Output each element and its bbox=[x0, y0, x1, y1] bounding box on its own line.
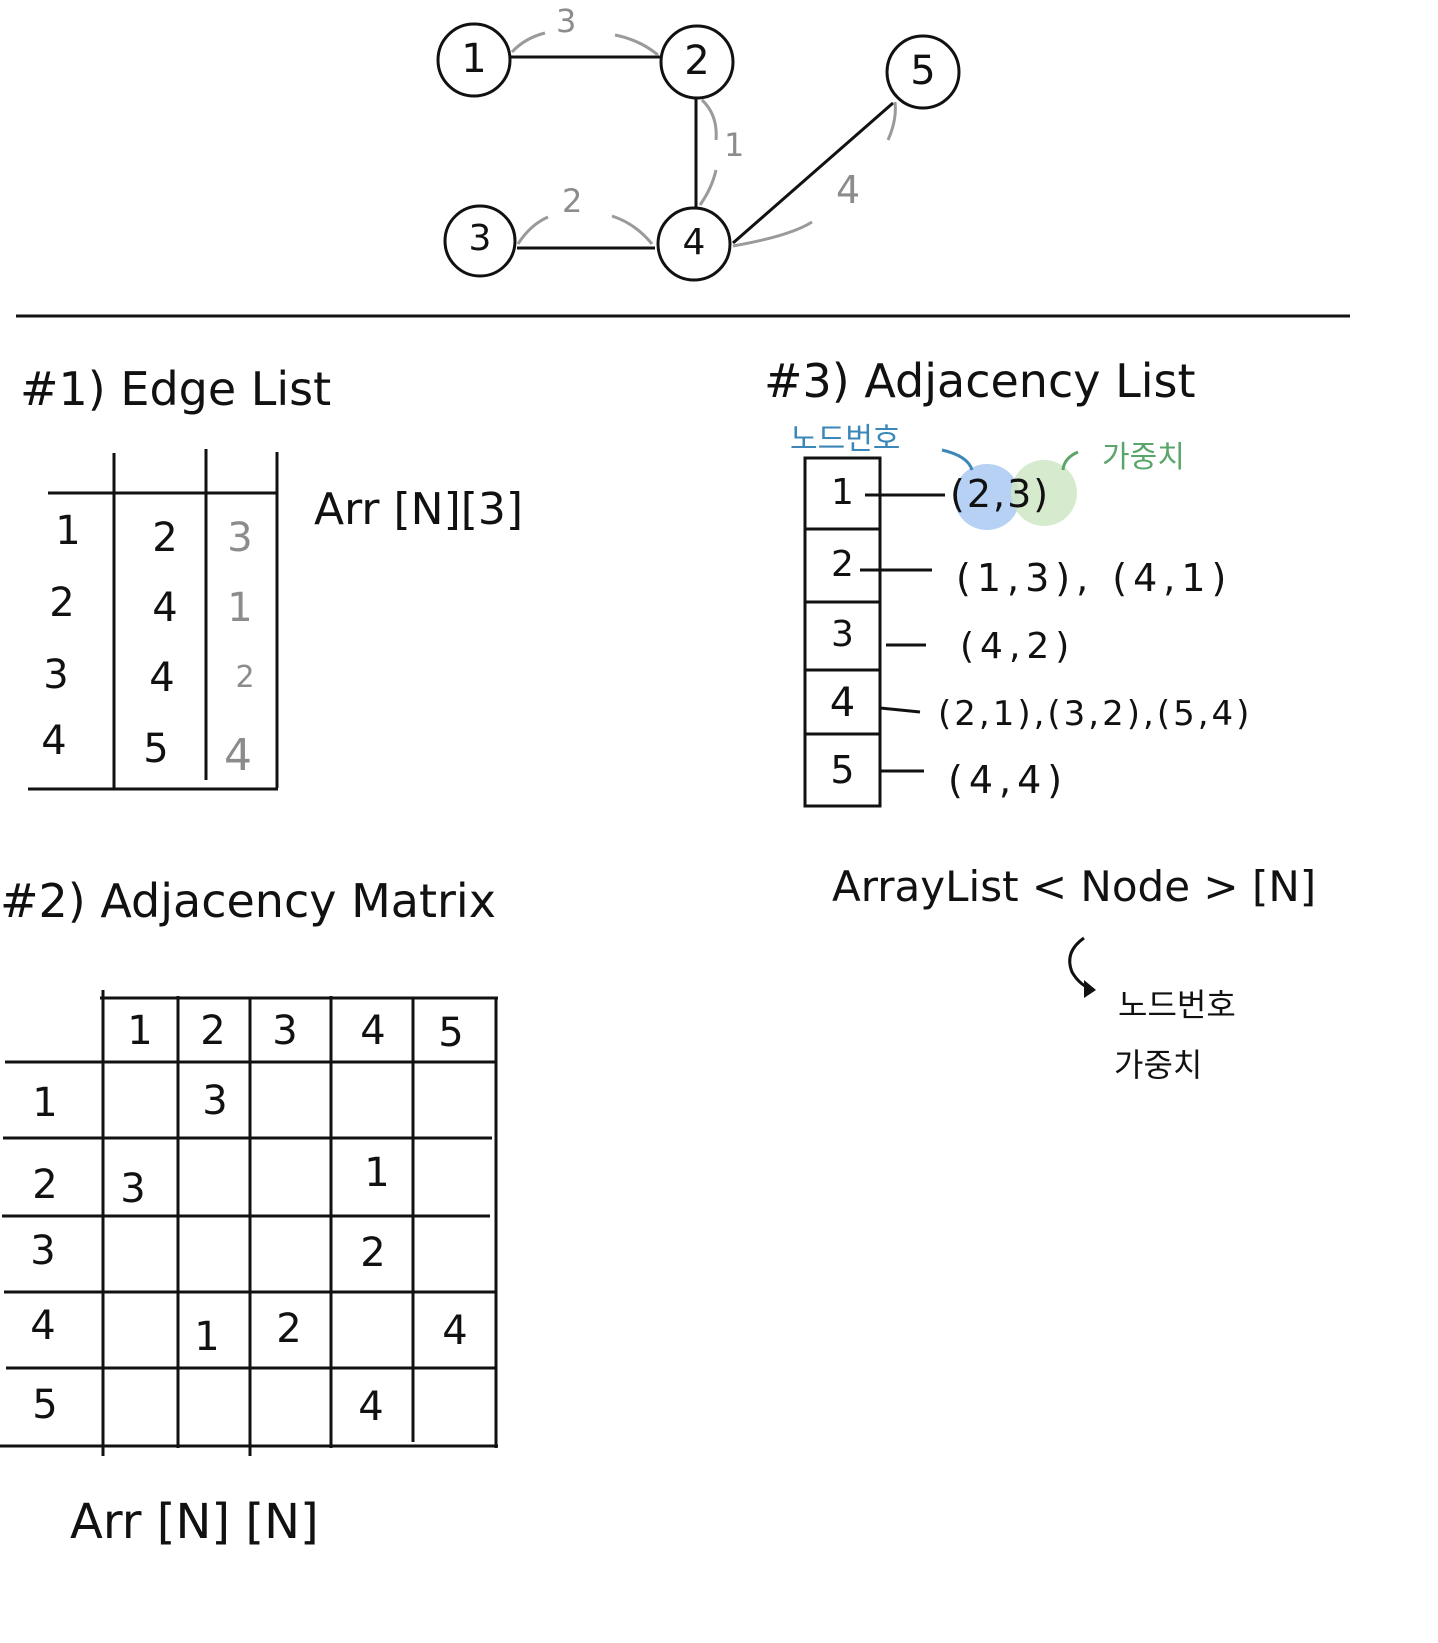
node-field-number: 노드번호 bbox=[1118, 986, 1236, 1024]
weight-highlight bbox=[1011, 460, 1077, 526]
edge-list-cell: 3 bbox=[43, 652, 69, 698]
node-arrow-head bbox=[1084, 980, 1096, 998]
adj-matrix-decl: Arr [N] [N] bbox=[70, 1494, 319, 1550]
graph-node-5 bbox=[885, 34, 961, 110]
node-label-1: 1 bbox=[461, 36, 487, 82]
matrix-cell: 4 bbox=[442, 1308, 468, 1354]
edge-list-cell: 5 bbox=[143, 726, 169, 772]
graph-node-1 bbox=[436, 22, 512, 98]
edge-list-cell: 4 bbox=[149, 655, 175, 701]
node-arrow bbox=[1068, 936, 1095, 992]
edge-list-cell: 2 bbox=[49, 580, 75, 626]
weight-arc-3-4 bbox=[516, 214, 654, 245]
adj-matrix-grid bbox=[0, 990, 498, 1456]
node-label-4: 4 bbox=[682, 222, 706, 263]
adj-list-index: 1 bbox=[831, 472, 854, 513]
edge-list-cell: 4 bbox=[152, 585, 178, 631]
adj-list-entry: (1,3), (4,1) bbox=[956, 556, 1233, 600]
adj-list-index: 2 bbox=[831, 544, 854, 585]
matrix-row-label: 1 bbox=[32, 1080, 58, 1126]
adj-list-connectors bbox=[860, 493, 945, 773]
matrix-col-header: 2 bbox=[200, 1008, 226, 1054]
weight-label: 가중치 bbox=[1102, 440, 1185, 475]
matrix-col-header: 3 bbox=[272, 1008, 298, 1054]
node-number-highlight bbox=[954, 464, 1020, 530]
adj-list-entry: (2,3) bbox=[950, 472, 1051, 516]
matrix-cell: 2 bbox=[276, 1306, 302, 1352]
node-field-weight: 가중치 bbox=[1114, 1046, 1203, 1084]
graph-node-4 bbox=[656, 206, 732, 282]
matrix-cell: 1 bbox=[364, 1150, 390, 1196]
adj-list-entry: (4,4) bbox=[948, 758, 1069, 802]
adj-list-entry: (2,1),(3,2),(5,4) bbox=[938, 694, 1253, 734]
edge-list-cell: 1 bbox=[55, 508, 81, 554]
edge-weight-2-4: 1 bbox=[724, 126, 745, 164]
edge-list-grid bbox=[28, 449, 279, 791]
matrix-cell: 1 bbox=[194, 1314, 220, 1360]
edge-list-weight: 3 bbox=[227, 515, 253, 561]
matrix-cell: 4 bbox=[358, 1384, 384, 1430]
edge-weight-3-4: 2 bbox=[562, 182, 583, 220]
adj-list-array bbox=[803, 456, 882, 808]
node-label-2: 2 bbox=[684, 38, 710, 84]
weight-arc-2-4 bbox=[698, 98, 718, 206]
matrix-row-label: 2 bbox=[32, 1162, 58, 1208]
graph-node-2 bbox=[659, 24, 735, 100]
matrix-cell: 3 bbox=[120, 1166, 146, 1212]
node-label-3: 3 bbox=[468, 218, 492, 259]
matrix-row-label: 5 bbox=[32, 1382, 58, 1428]
node-number-label: 노드번호 bbox=[790, 422, 901, 457]
edge-weight-4-5: 4 bbox=[836, 168, 861, 212]
adj-list-title: #3) Adjacency List bbox=[764, 354, 1196, 408]
edge-list-weight: 2 bbox=[235, 660, 255, 695]
matrix-col-header: 1 bbox=[127, 1008, 153, 1054]
edge-list-decl: Arr [N][3] bbox=[314, 484, 524, 535]
edge-list-title: #1) Edge List bbox=[20, 362, 332, 416]
edge-list-cell: 4 bbox=[41, 718, 67, 764]
weight-arc-4-5 bbox=[732, 101, 897, 248]
edge-4-5 bbox=[732, 101, 894, 245]
node-label-hook bbox=[941, 448, 974, 471]
adj-list-index: 5 bbox=[830, 748, 855, 792]
edge-list-weight: 1 bbox=[227, 585, 253, 631]
matrix-row-label: 3 bbox=[30, 1228, 56, 1274]
edge-list-weight: 4 bbox=[224, 730, 252, 781]
edge-weight-1-2: 3 bbox=[556, 2, 577, 40]
weight-label-hook bbox=[1061, 450, 1079, 471]
matrix-row-label: 4 bbox=[30, 1303, 56, 1349]
adj-list-entry: (4,2) bbox=[960, 626, 1076, 667]
matrix-cell: 2 bbox=[360, 1230, 386, 1276]
matrix-col-header: 4 bbox=[360, 1008, 386, 1054]
adj-matrix-title: #2) Adjacency Matrix bbox=[0, 874, 496, 928]
graph-node-3 bbox=[443, 204, 517, 278]
node-label-5: 5 bbox=[910, 48, 936, 94]
adj-list-index: 3 bbox=[831, 614, 854, 655]
edge-list-cell: 2 bbox=[152, 515, 178, 561]
matrix-cell: 3 bbox=[202, 1078, 228, 1124]
matrix-col-header: 5 bbox=[438, 1010, 464, 1056]
adj-list-decl: ArrayList < Node > [N] bbox=[832, 862, 1317, 911]
adj-list-index: 4 bbox=[829, 680, 856, 726]
weight-arc-1-2 bbox=[510, 31, 659, 57]
